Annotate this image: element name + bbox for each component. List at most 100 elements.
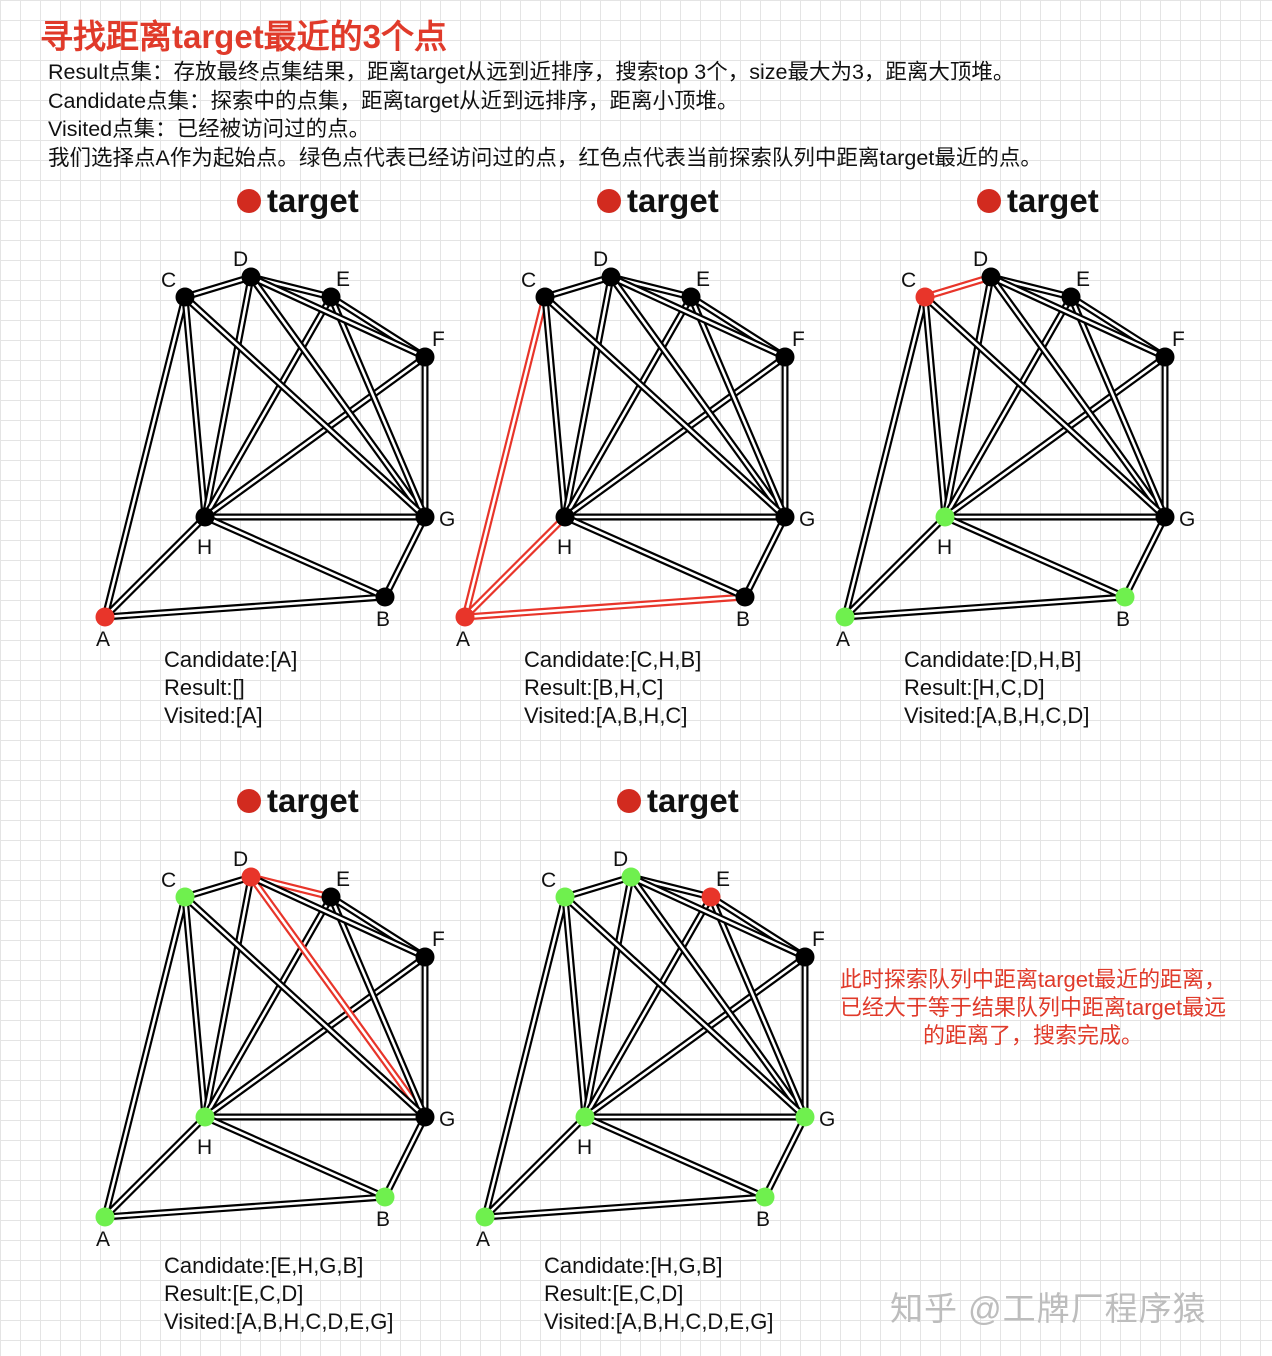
node-h <box>195 1107 215 1127</box>
intro-text: Result点集：存放最终点集结果，距离target从远到近排序，搜索top 3… <box>48 58 1248 172</box>
node-f <box>775 347 795 367</box>
candidate-text: Candidate:[D,H,B] <box>904 647 1082 672</box>
target-label-4: target <box>237 782 359 820</box>
node-a <box>835 607 855 627</box>
node-e <box>701 887 721 907</box>
node-a <box>455 607 475 627</box>
node-f <box>415 947 435 967</box>
edge-G-B-inner <box>1123 515 1167 599</box>
edge-H-B-inner <box>203 515 387 599</box>
node-e <box>321 887 341 907</box>
edge-H-B-inner <box>943 515 1127 599</box>
node-d <box>981 267 1001 287</box>
intro-legend-line: 我们选择点A作为起始点。绿色点代表已经访问过的点，红色点代表当前探索队列中距离t… <box>48 145 1042 170</box>
edge-C-H-inner <box>543 295 567 519</box>
node-label-c: C <box>161 269 176 292</box>
visited-text: Visited:[A,B,H,C] <box>524 703 688 728</box>
target-dot-icon <box>977 189 1001 213</box>
edge-E-G-inner <box>329 295 427 519</box>
result-text: Result:[E,C,D] <box>544 1281 684 1306</box>
visited-text: Visited:[A,B,H,C,D,E,G] <box>164 1309 394 1334</box>
edge-C-H-inner <box>183 895 207 1119</box>
edge-F-H-inner <box>583 955 807 1119</box>
edge-G-B-inner <box>743 515 787 599</box>
node-label-b: B <box>1116 608 1130 631</box>
edge-C-D-inner <box>183 875 253 899</box>
caption-panel-4: Candidate:[E,H,G,B] Result:[E,C,D] Visit… <box>164 1252 393 1336</box>
edge-B-A-inner <box>843 595 1127 619</box>
node-label-f: F <box>432 328 445 351</box>
edge-E-H-inner <box>943 295 1073 519</box>
node-d <box>601 267 621 287</box>
caption-panel-1: Candidate:[A] Result:[] Visited:[A] <box>164 646 297 730</box>
node-f <box>1155 347 1175 367</box>
node-label-g: G <box>1179 508 1195 531</box>
node-label-f: F <box>792 328 805 351</box>
edge-D-H-inner <box>203 875 253 1119</box>
edge-D-G-inner <box>249 875 427 1119</box>
node-c <box>175 287 195 307</box>
edge-B-A-inner <box>463 595 747 619</box>
edge-E-G-inner <box>1069 295 1167 519</box>
edge-D-H-inner <box>563 275 613 519</box>
edge-A-H-inner <box>483 1115 587 1219</box>
candidate-text: Candidate:[C,H,B] <box>524 647 702 672</box>
edge-B-A-inner <box>103 1195 387 1219</box>
node-c <box>175 887 195 907</box>
edge-A-C-inner <box>843 295 927 619</box>
node-label-g: G <box>819 1108 835 1131</box>
edge-A-H-inner <box>103 515 207 619</box>
edge-D-F-inner <box>249 875 427 959</box>
edge-A-C-inner <box>463 295 547 619</box>
edge-E-G-inner <box>689 295 787 519</box>
target-dot-icon <box>617 789 641 813</box>
node-label-c: C <box>161 869 176 892</box>
edge-A-H-inner <box>463 515 567 619</box>
node-b <box>735 587 755 607</box>
intro-candidate-line: Candidate点集：探索中的点集，距离target从近到远排序，距离小顶堆。 <box>48 88 739 113</box>
node-label-b: B <box>756 1208 770 1231</box>
node-a <box>95 1207 115 1227</box>
result-text: Result:[H,C,D] <box>904 675 1045 700</box>
caption-panel-2: Candidate:[C,H,B] Result:[B,H,C] Visited… <box>524 646 701 730</box>
visited-text: Visited:[A] <box>164 703 263 728</box>
edge-D-H-inner <box>943 275 993 519</box>
node-e <box>681 287 701 307</box>
node-label-d: D <box>973 248 988 271</box>
result-text: Result:[E,C,D] <box>164 1281 304 1306</box>
node-label-f: F <box>1172 328 1185 351</box>
node-b <box>755 1187 775 1207</box>
edge-C-G-inner <box>183 895 427 1119</box>
node-label-f: F <box>812 928 825 951</box>
node-label-c: C <box>901 269 916 292</box>
node-g <box>795 1107 815 1127</box>
caption-panel-3: Candidate:[D,H,B] Result:[H,C,D] Visited… <box>904 646 1089 730</box>
node-g <box>775 507 795 527</box>
edge-H-B-inner <box>583 1115 767 1199</box>
search-complete-note: 此时探索队列中距离target最近的距离，已经大于等于结果队列中距离target… <box>839 967 1227 1048</box>
node-c <box>535 287 555 307</box>
node-f <box>795 947 815 967</box>
edge-E-G-inner <box>329 895 427 1119</box>
edge-D-G-inner <box>249 275 427 519</box>
visited-text: Visited:[A,B,H,C,D,E,G] <box>544 1309 774 1334</box>
target-label-3: target <box>977 182 1099 220</box>
node-label-g: G <box>799 508 815 531</box>
edge-C-H-inner <box>923 295 947 519</box>
node-label-d: D <box>613 848 628 871</box>
visited-text: Visited:[A,B,H,C,D] <box>904 703 1090 728</box>
edge-E-H-inner <box>583 895 713 1119</box>
edge-F-H-inner <box>563 355 787 519</box>
edge-D-H-inner <box>203 275 253 519</box>
edge-F-H-inner <box>203 355 427 519</box>
target-label-1: target <box>237 182 359 220</box>
node-label-b: B <box>376 608 390 631</box>
node-a <box>475 1207 495 1227</box>
node-label-h: H <box>197 536 212 559</box>
node-f <box>415 347 435 367</box>
node-label-g: G <box>439 508 455 531</box>
target-label-2: target <box>597 182 719 220</box>
